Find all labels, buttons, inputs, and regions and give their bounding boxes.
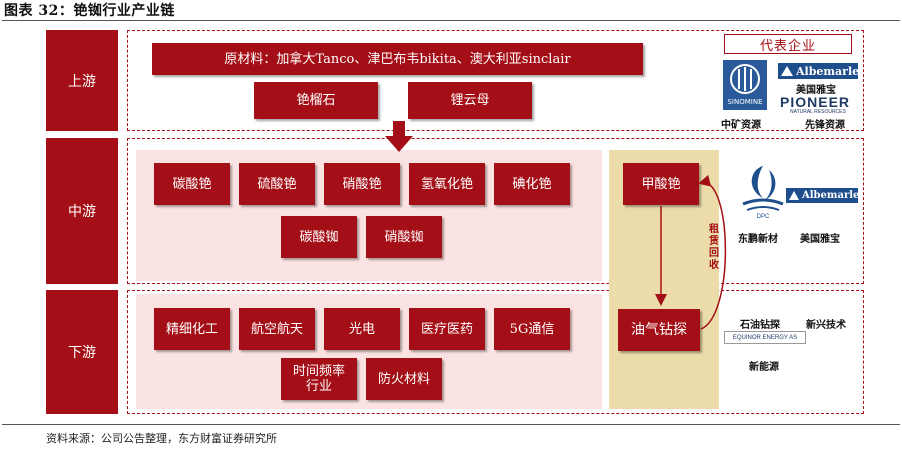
sinomine-name: 中矿资源 xyxy=(721,120,761,131)
rubidium-nitrate-box: 硝酸铷 xyxy=(366,216,442,258)
upstream-frame xyxy=(127,30,864,131)
albemarle-name-midstream: 美国雅宝 xyxy=(800,234,840,245)
source-note: 资料来源：公司公告整理，东方财富证券研究所 xyxy=(46,432,277,445)
time-frequency-box: 时间频率行业 xyxy=(281,358,357,400)
pioneer-subtitle: NATURAL RESOURCES xyxy=(790,109,846,115)
dongpeng-name: 东鹏新材 xyxy=(738,234,778,245)
medical-box: 医疗医药 xyxy=(409,308,485,350)
fire-retardant-box: 防火材料 xyxy=(366,358,442,400)
albemarle-icon xyxy=(781,66,793,76)
5g-communication-box: 5G通信 xyxy=(494,308,570,350)
cesium-sulfate-box: 硫酸铯 xyxy=(239,163,315,205)
downstream-frame xyxy=(127,290,864,414)
optoelectronics-box: 光电 xyxy=(324,308,400,350)
albemarle-logo-upstream: Albemarle xyxy=(778,63,859,79)
recycle-label: 租 赁 回 收 xyxy=(709,224,719,271)
albemarle-name-upstream: 美国雅宝 xyxy=(796,85,836,96)
cesium-formate-box: 甲酸铯 xyxy=(623,163,699,205)
representative-header: 代表企业 xyxy=(724,34,852,54)
figure-title: 图表 32：铯铷行业产业链 xyxy=(4,3,175,19)
cesium-carbonate-box: 碳酸铯 xyxy=(154,163,230,205)
cesium-iodide-box: 碘化铯 xyxy=(494,163,570,205)
new-energy-label: 新能源 xyxy=(749,362,779,373)
cesium-hydroxide-box: 氢氧化铯 xyxy=(409,163,485,205)
cesium-nitrate-box: 硝酸铯 xyxy=(324,163,400,205)
pioneer-name: 先锋资源 xyxy=(805,120,845,131)
pioneer-logo: PIONEER xyxy=(780,94,851,110)
albemarle-logo-midstream: Albemarle xyxy=(786,188,859,203)
dpc-icon xyxy=(742,166,784,211)
footer-divider xyxy=(2,424,900,425)
albemarle-icon xyxy=(789,191,799,200)
midstream-frame xyxy=(127,138,864,284)
lepidolite-box: 锂云母 xyxy=(408,82,532,119)
aerospace-box: 航空航天 xyxy=(239,308,315,350)
flow-arrow-down xyxy=(385,121,413,152)
emerging-tech-label: 新兴技术 xyxy=(806,320,846,331)
equinor-logo: EQUINOR ENERGY AS xyxy=(724,331,806,344)
recycle-arrows xyxy=(655,174,727,330)
sinomine-icon xyxy=(730,64,760,94)
oil-drilling-label: 石油钻探 xyxy=(740,320,780,331)
raw-material-box: 原材料：加拿大Tanco、津巴布韦bikita、澳大利亚sinclair xyxy=(152,43,643,75)
fine-chemicals-box: 精细化工 xyxy=(154,308,230,350)
stage-midstream: 中游 xyxy=(46,138,118,284)
rubidium-carbonate-box: 碳酸铷 xyxy=(281,216,357,258)
pollucite-box: 铯榴石 xyxy=(254,82,378,119)
dpc-logo: DPC xyxy=(735,160,791,224)
sinomine-logo: SINOMINE xyxy=(723,60,767,110)
oil-gas-drilling-box: 油气钻探 xyxy=(618,309,700,351)
stage-upstream: 上游 xyxy=(46,30,118,131)
stage-downstream: 下游 xyxy=(46,290,118,414)
title-divider xyxy=(2,20,900,21)
